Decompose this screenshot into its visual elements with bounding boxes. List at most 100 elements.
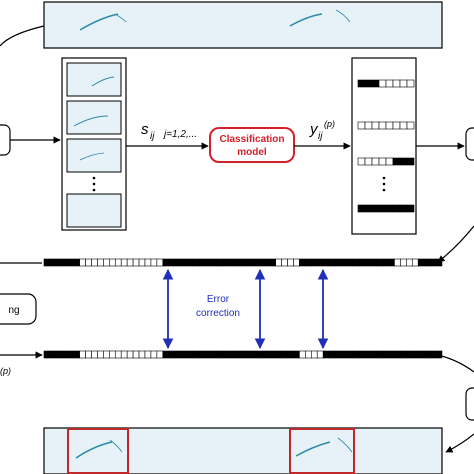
label-cell xyxy=(400,258,407,267)
label-cell xyxy=(385,204,394,213)
label-cell xyxy=(281,258,288,267)
label-cell xyxy=(385,79,394,88)
label-cell xyxy=(114,350,122,359)
label-cell xyxy=(364,350,372,359)
label-cell xyxy=(388,258,395,267)
label-cell xyxy=(79,258,86,267)
label-cell xyxy=(73,258,80,267)
label-cell xyxy=(423,258,431,267)
label-cell xyxy=(392,157,401,166)
signal-curve xyxy=(75,441,113,459)
label-cell xyxy=(371,121,380,130)
label-cell xyxy=(392,121,401,130)
label-cell xyxy=(180,350,187,359)
label-cell xyxy=(186,258,193,267)
label-cell xyxy=(406,350,413,359)
label-cell xyxy=(269,258,276,267)
input-symbol: s xyxy=(141,121,149,138)
label-cell xyxy=(269,350,276,359)
label-cell xyxy=(287,350,294,359)
label-cell xyxy=(109,258,116,267)
label-cell xyxy=(43,350,51,359)
label-cell xyxy=(85,350,92,359)
label-cell xyxy=(352,350,360,359)
label-cell xyxy=(322,350,330,359)
label-cell xyxy=(364,79,373,88)
label-cell xyxy=(67,258,75,267)
label-cell xyxy=(198,258,205,267)
label-cell xyxy=(156,350,164,359)
label-cell xyxy=(371,157,380,166)
label-cell xyxy=(357,157,366,166)
label-cell xyxy=(346,258,354,267)
label-cell xyxy=(67,350,75,359)
label-cell xyxy=(293,350,300,359)
label-cell xyxy=(316,258,324,267)
model-label-line1: Classification xyxy=(219,134,284,145)
input-label: s ij j=1,2,... xyxy=(141,121,197,142)
label-cell xyxy=(210,350,217,359)
left-box-text: ng xyxy=(8,305,19,316)
signal-curve xyxy=(295,441,331,457)
label-cell xyxy=(328,258,336,267)
label-cell xyxy=(346,350,354,359)
input-range: j=1,2,... xyxy=(162,129,197,140)
error-correction-arrows xyxy=(162,268,329,350)
label-cell xyxy=(132,350,140,359)
label-cell xyxy=(370,350,377,359)
left-partial-box xyxy=(0,124,11,156)
label-cell xyxy=(103,350,110,359)
label-cell xyxy=(411,350,419,359)
output-vector-box xyxy=(351,57,417,235)
label-cell xyxy=(310,258,318,267)
predicted-label-sequence xyxy=(43,258,443,267)
label-cell xyxy=(382,258,389,267)
label-cell xyxy=(221,350,229,359)
error-correction-label-line1: Error xyxy=(207,294,230,305)
signal-curve xyxy=(289,13,323,27)
label-cell xyxy=(49,350,57,359)
label-cell xyxy=(388,350,395,359)
model-label-line2: model xyxy=(237,147,267,158)
label-cell xyxy=(293,258,300,267)
detection-highlight xyxy=(67,428,129,474)
label-cell xyxy=(281,350,288,359)
label-cell xyxy=(364,157,373,166)
label-cell xyxy=(162,350,170,359)
label-cell xyxy=(109,350,116,359)
label-cell xyxy=(227,350,235,359)
label-cell xyxy=(334,258,342,267)
label-cell xyxy=(370,258,377,267)
label-cell xyxy=(429,350,437,359)
label-cell xyxy=(251,258,259,267)
label-cell xyxy=(138,350,146,359)
label-cell xyxy=(376,350,383,359)
label-cell xyxy=(358,258,366,267)
label-cell xyxy=(144,350,152,359)
label-cell xyxy=(364,258,372,267)
label-cell xyxy=(263,258,271,267)
right-partial-box xyxy=(465,127,474,161)
label-cell xyxy=(429,258,437,267)
connector-line xyxy=(437,354,474,373)
label-cell xyxy=(371,79,380,88)
label-cell xyxy=(97,350,104,359)
label-cell xyxy=(352,258,360,267)
label-cell xyxy=(257,350,265,359)
label-cell xyxy=(198,350,205,359)
segment-stack xyxy=(61,57,127,231)
label-cell xyxy=(392,79,401,88)
label-cell xyxy=(275,258,282,267)
label-cell xyxy=(168,258,175,267)
label-cell xyxy=(310,350,318,359)
label-cell xyxy=(399,79,408,88)
label-cell xyxy=(406,258,413,267)
label-cell xyxy=(180,258,187,267)
label-cell xyxy=(382,350,389,359)
label-cell xyxy=(215,258,223,267)
label-cell xyxy=(378,121,387,130)
label-cell xyxy=(174,258,181,267)
label-cell xyxy=(322,258,330,267)
label-cell xyxy=(275,350,282,359)
